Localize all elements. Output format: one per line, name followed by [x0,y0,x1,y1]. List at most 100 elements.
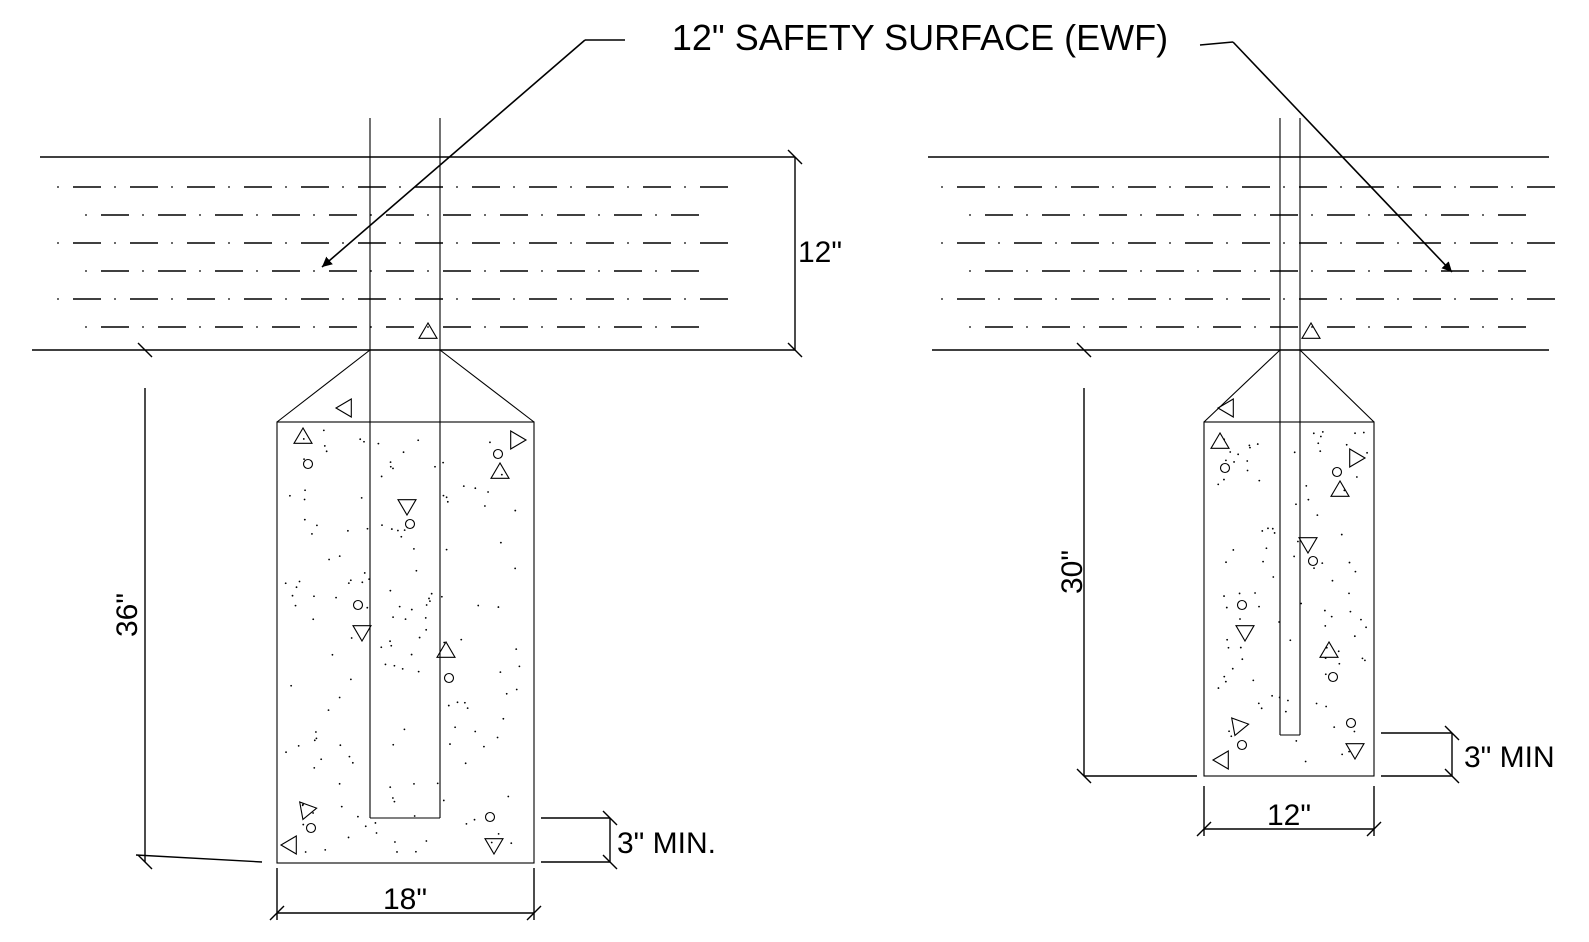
concrete-speckle [1224,680,1227,683]
hatch-dot [1283,298,1285,300]
concrete-speckle [384,663,387,666]
concrete-speckle [477,604,480,607]
concrete-speckle [289,494,291,497]
hatch-dot [969,270,971,272]
concrete-speckle [1254,592,1256,594]
concrete-speckle [502,717,505,720]
hatch-dot [1283,242,1285,244]
concrete-speckle [1366,451,1368,454]
hatch-dot [1425,214,1427,216]
concrete-speckle [425,604,428,606]
concrete-speckle [1315,702,1318,705]
concrete-speckle [454,726,457,729]
concrete-speckle [418,636,421,639]
concrete-speckle [327,709,330,712]
concrete-speckle [392,467,394,470]
aggregate-circle [1219,462,1231,474]
concrete-speckle [490,841,493,844]
concrete-speckle [1325,646,1328,649]
concrete-speckle [311,533,313,535]
concrete-speckle [313,595,315,598]
concrete-speckle [389,465,392,468]
concrete-speckle [380,646,383,649]
hatch-dot [456,298,458,300]
concrete-speckle [1238,592,1241,595]
hatch-dot [171,242,173,244]
left-footing-width-dimension: 18" [269,868,542,921]
concrete-speckle [290,684,293,687]
hatch-dot [598,270,600,272]
concrete-speckle [462,485,465,488]
concrete-speckle [1246,469,1249,472]
concrete-speckle [446,500,449,503]
concrete-speckle [499,541,502,544]
concrete-speckle [1348,561,1351,564]
concrete-speckle [1354,432,1356,435]
hatch-dot [655,326,657,328]
concrete-speckle [487,491,489,493]
hatch-dot [199,326,201,328]
concrete-speckle [447,704,450,707]
hatch-dot [484,270,486,272]
hatch-dot [1311,270,1313,272]
concrete-speckle [389,640,391,643]
concrete-speckle [364,825,367,828]
concrete-speckle [390,528,393,530]
concrete-speckle [1355,476,1358,478]
concrete-speckle [1330,615,1333,618]
hatch-dot [1397,186,1399,188]
concrete-speckle [366,527,369,530]
left-cover-min-label: 3" MIN. [617,827,716,860]
concrete-speckle [1267,527,1269,530]
concrete-speckle [363,440,365,443]
hatch-dot [941,186,943,188]
concrete-speckle [496,736,499,739]
concrete-speckle [1364,659,1366,662]
concrete-speckle [424,617,427,619]
right-safety-surface-layer [928,156,1555,351]
concrete-speckle [415,569,418,572]
right-concrete-texture [1210,321,1368,770]
concrete-speckle [489,441,491,444]
concrete-speckle [348,755,351,758]
aggregate-triangle [1330,479,1350,497]
hatch-dot [57,186,59,188]
hatch-dot [228,298,230,300]
concrete-speckle [1265,547,1268,550]
concrete-speckle [1317,442,1320,445]
aggregate-triangle [293,426,313,444]
hatch-dot [1140,270,1142,272]
hatch-dot [1083,326,1085,328]
concrete-speckle [499,671,502,674]
concrete-speckle [515,688,518,691]
aggregate-triangle [436,640,456,658]
hatch-dot [1083,270,1085,272]
concrete-speckle [483,745,485,748]
concrete-speckle [347,582,350,585]
concrete-speckle [315,737,318,740]
hatch-dot [541,326,543,328]
concrete-speckle [417,670,420,673]
hatch-dot [1311,214,1313,216]
hatch-dot [57,242,59,244]
concrete-speckle [1271,694,1273,697]
aggregate-triangle [1345,743,1365,761]
aggregate-circle [352,599,364,611]
aggregate-circle [404,518,416,530]
hatch-dot [1454,298,1456,300]
concrete-speckle [338,696,341,699]
hatch-dot [199,214,201,216]
concrete-speckle [394,841,396,843]
hatch-dot [513,298,515,300]
hatch-dot [1140,326,1142,328]
right-surface-hatch [941,186,1555,328]
concrete-speckle [415,850,417,853]
concrete-speckle [297,745,300,747]
right-footing-depth-label: 30" [1056,550,1089,594]
concrete-speckle [1319,435,1322,438]
left-surface-depth-dimension: 12" [787,149,842,358]
concrete-speckle [413,782,415,785]
hatch-dot [1425,326,1427,328]
right-footing-detail: 30" 3" MIN 12" [928,118,1555,837]
hatch-dot [57,298,59,300]
